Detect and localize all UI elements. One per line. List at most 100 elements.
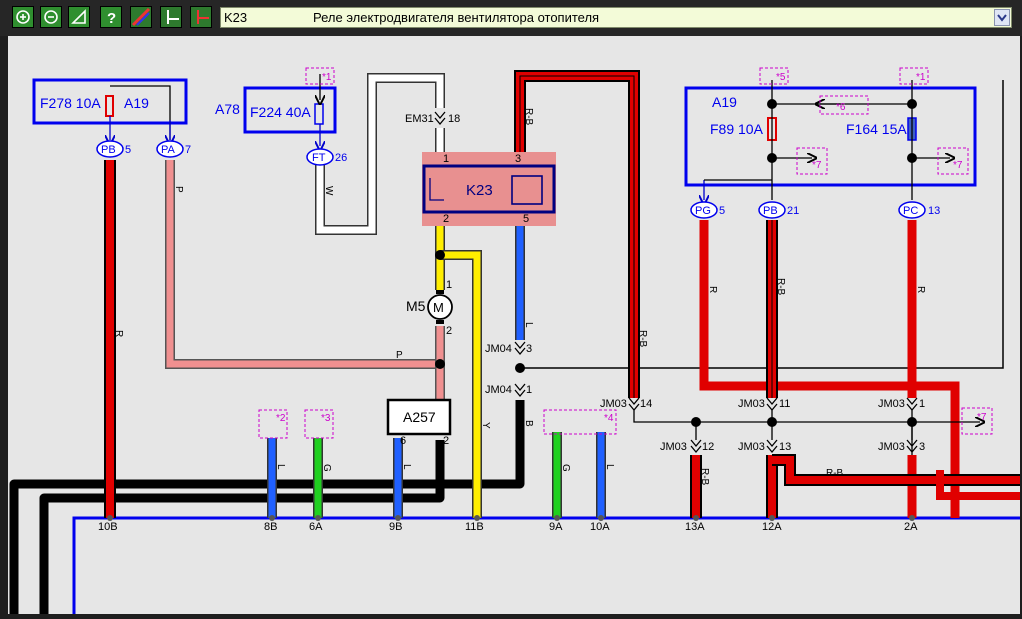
conn-jm03-12: JM03 (660, 441, 687, 453)
relay-pin1: 1 (443, 153, 449, 165)
bottom-terminals: 10B 8B 6A 9B 11B 9A 10A 13A 12A 2A (98, 521, 918, 533)
conn-jm04-a: JM04 (485, 343, 512, 355)
fuse-label-f164: F164 15A (846, 121, 907, 137)
motor-symbol: M (433, 300, 444, 315)
conn-jm03-12-pin: 12 (702, 441, 714, 453)
conn-jm04-b-pin: 1 (526, 384, 532, 396)
ref-r4: *4 (604, 413, 614, 424)
module-a257-pin6: 6 (400, 435, 406, 447)
module-a257-label: A257 (403, 409, 436, 425)
terminal-9a: 9A (549, 521, 563, 533)
terminal-10a: 10A (590, 521, 610, 533)
conn-jm03-1-pin: 1 (919, 398, 925, 410)
fuse-box-right[interactable]: A19 F89 10A F164 15A (684, 80, 977, 200)
wire-label-rb-pb: R-B (775, 278, 786, 296)
layout-b-icon[interactable] (190, 6, 212, 28)
wire-label-w: W (323, 186, 334, 196)
conn-jm03-14: JM03 (600, 398, 627, 410)
wire-label-b-jm04: B (523, 420, 534, 427)
conn-jm03-1: JM03 (878, 398, 905, 410)
motor-pin2: 2 (446, 325, 452, 337)
ref-r6: *6 (836, 102, 846, 113)
wire-label-p-horiz: P (396, 350, 403, 361)
motor-pin1: 1 (446, 279, 452, 291)
fuse-box-left[interactable]: F278 10A A19 (32, 78, 188, 140)
terminal-2a: 2A (904, 521, 918, 533)
ref-r7b: *7 (953, 160, 963, 171)
conn-pg-pin: 5 (719, 205, 725, 217)
wire-pink-p (165, 160, 440, 369)
scheme-title: Реле электродвигателя вентилятора отопит… (313, 10, 600, 25)
conn-pb-left-pin: 5 (125, 144, 131, 156)
module-label-a78: A78 (215, 101, 240, 117)
wire-label-y: Y (480, 422, 491, 429)
wire-label-l-9b: L (401, 464, 412, 470)
wiring-diagram: F278 10A A19 A78 F224 40A A19 F89 10A F1… (9, 67, 1022, 614)
connector-ovals: PB 5 PA 7 FT 26 PG 5 PB 21 PC 13 (96, 140, 940, 219)
relay-label: K23 (466, 182, 493, 199)
blue-bus-wire (72, 516, 1022, 614)
zoom-out-icon[interactable] (40, 6, 62, 28)
conn-pb-left: PB (101, 144, 116, 156)
conn-ft: FT (312, 152, 326, 164)
motor-label: M5 (406, 298, 426, 314)
module-a257[interactable]: A257 6 2 (386, 398, 452, 447)
wire-label-g-9a: G (560, 464, 571, 472)
conn-pa: PA (161, 144, 176, 156)
conn-jm03-3-pin: 3 (919, 441, 925, 453)
color-icon[interactable] (130, 6, 152, 28)
ref-tags: *1 *5 *1 *6 *7 *7 *7 *2 *3 *4 (258, 67, 993, 439)
zoom-in-icon[interactable] (12, 6, 34, 28)
conn-jm04-a-pin: 3 (526, 343, 532, 355)
fuse-label-f224: F224 40A (250, 104, 311, 120)
terminal-6a: 6A (309, 521, 323, 533)
fuse-box-a78[interactable]: A78 F224 40A (215, 74, 337, 146)
wire-label-l-10a: L (604, 464, 615, 470)
relay-pin3: 3 (515, 153, 521, 165)
conn-jm03-14-pin: 14 (640, 398, 652, 410)
module-a257-pin2: 2 (443, 435, 449, 447)
wire-label-r-pc: R (915, 286, 926, 293)
ref-r7a: *7 (812, 160, 822, 171)
wire-label-g-6a: G (321, 464, 332, 472)
wire-label-rb-13a: R-B (699, 468, 710, 486)
fit-icon[interactable] (68, 6, 90, 28)
wire-label-p-vert: P (173, 186, 184, 193)
help-icon[interactable]: ? (100, 6, 122, 28)
scheme-select[interactable]: K23 Реле электродвигателя вентилятора от… (220, 7, 1012, 28)
relay-k23[interactable]: K23 3 1 2 5 (422, 152, 556, 226)
module-label-a19-right: A19 (712, 94, 737, 110)
inline-connectors: EM31 18 JM04 3 JM04 1 JM03 14 JM03 1 1 JM… (405, 111, 925, 454)
junction-dots (435, 99, 917, 427)
scheme-code: K23 (224, 10, 248, 25)
ref-r1b: *1 (916, 72, 926, 83)
wire-colour-labels: R P P W Y L B R-B R-B R R-B R R-B L G L … (113, 108, 926, 486)
svg-text:?: ? (107, 10, 116, 27)
relay-pin5: 5 (523, 213, 529, 225)
toolbar: ? K23 Реле электродвигателя вентилятора … (0, 0, 1022, 36)
ref-r5: *5 (776, 72, 786, 83)
terminal-9b: 9B (389, 521, 402, 533)
relay-pin2: 2 (443, 213, 449, 225)
wiring-canvas[interactable]: F278 10A A19 A78 F224 40A A19 F89 10A F1… (8, 36, 1022, 614)
conn-em31: EM31 (405, 113, 434, 125)
wire-label-rb-horiz: R-B (826, 468, 844, 479)
conn-jm04-b: JM04 (485, 384, 512, 396)
layout-a-icon[interactable] (160, 6, 182, 28)
ref-r3: *3 (321, 413, 331, 424)
terminal-8b: 8B (264, 521, 277, 533)
ref-r2: *2 (276, 413, 286, 424)
conn-pg: PG (695, 205, 711, 217)
chevron-down-icon[interactable] (994, 9, 1010, 26)
conn-jm03-13: JM03 (738, 441, 765, 453)
conn-pb-right: PB (763, 205, 778, 217)
conn-jm03-3: JM03 (878, 441, 905, 453)
conn-pa-pin: 7 (185, 144, 191, 156)
wire-red-rb-top (514, 70, 640, 398)
terminal-12a: 12A (762, 521, 782, 533)
conn-jm03-13-pin: 13 (779, 441, 791, 453)
conn-em31-pin: 18 (448, 113, 460, 125)
conn-ft-pin: 26 (335, 152, 347, 164)
motor-m5[interactable]: M5 M 1 2 (406, 279, 453, 337)
terminal-13a: 13A (685, 521, 705, 533)
